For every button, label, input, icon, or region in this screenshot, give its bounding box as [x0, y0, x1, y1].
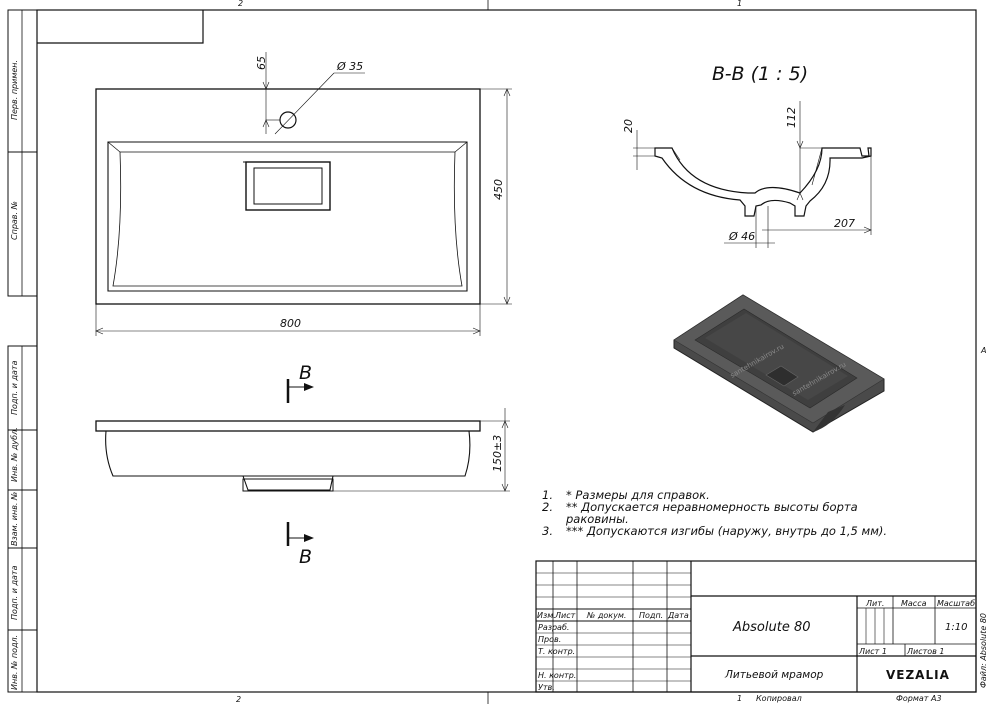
copy-label: Копировал — [756, 694, 802, 703]
material: Литьевой мрамор — [724, 669, 824, 681]
stamp-inv-dubl: Инв. № дубл. — [10, 427, 19, 482]
tb-row-razrab: Разраб. — [538, 623, 569, 632]
tb-row-tkontr: Т. контр. — [538, 647, 575, 656]
side-stamp-strip — [7, 9, 38, 693]
dim-depth: 450 — [492, 179, 505, 200]
section-marker-top: B — [286, 362, 314, 403]
dim-drain-diameter: Ø 46 — [728, 230, 755, 243]
stamp-vzam-inv: Взам. инв. № — [10, 492, 19, 546]
zone-top-left: 2 — [238, 0, 243, 8]
note-item: 1.* Размеры для справок. — [542, 488, 710, 502]
iso-view: santehnikairov.ru santehnikairov.ru — [673, 294, 885, 433]
zone-bottom-left: 2 — [236, 695, 241, 704]
brand-logo: VEZALIA — [886, 668, 950, 682]
tb-row-nkontr: Н. контр. — [538, 671, 576, 680]
stamp-podp-data-2: Подп. и дата — [10, 565, 19, 620]
tb-mass-label: Масса — [901, 599, 927, 608]
svg-text:B: B — [299, 546, 312, 568]
stamp-podp-data-1: Подп. и дата — [10, 360, 19, 415]
tb-header-data: Дата — [667, 611, 689, 620]
file-label: Файл: Absolute 80 — [979, 613, 988, 688]
section-marker-bottom: B — [286, 522, 314, 568]
top-view: 65 Ø 35 450 800 — [95, 52, 512, 336]
zone-right-a: A — [980, 346, 986, 355]
copy-num: 1 — [737, 694, 742, 703]
stamp-sprav-no: Справ. № — [10, 201, 19, 240]
tb-row-prov: Пров. — [538, 635, 561, 644]
note-item: 2.** Допускается неравномерность высоты … — [542, 500, 858, 526]
dim-rim: 20 — [622, 119, 635, 133]
tb-header-doc: № докум. — [586, 611, 626, 620]
dim-height: 150±3 — [491, 435, 504, 472]
svg-text:B: B — [299, 362, 312, 384]
dim-width: 800 — [280, 317, 301, 330]
tb-header-list: Лист — [554, 611, 576, 620]
stamp-inv-podl: Инв. № подл. — [10, 635, 19, 690]
tb-header-izm: Изм. — [537, 611, 556, 620]
section-title: B-B (1 : 5) — [712, 63, 808, 85]
dim-drain-offset: 207 — [834, 217, 855, 230]
tb-row-utv: Утв. — [538, 683, 555, 692]
notes: 1.* Размеры для справок. 2.** Допускаетс… — [542, 489, 892, 537]
tb-scale-value: 1:10 — [945, 622, 967, 633]
tb-header-podp: Подп. — [639, 611, 663, 620]
dim-hole-offset: 65 — [255, 56, 268, 70]
product-name: Absolute 80 — [732, 620, 811, 635]
tb-sheet-label: Лист 1 — [858, 647, 887, 656]
zone-top-right: 1 — [737, 0, 742, 8]
dim-hole-diameter: Ø 35 — [336, 60, 363, 73]
front-view: 150±3 — [95, 408, 510, 492]
dim-section-height: 112 — [785, 107, 798, 128]
section-view: 20 112 Ø 46 207 — [622, 101, 872, 248]
stamp-perv-primen: Перв. примен. — [10, 60, 19, 120]
tb-lit-label: Лит. — [865, 599, 884, 608]
tb-sheets-label: Листов 1 — [906, 647, 945, 656]
format-label: Формат A3 — [896, 694, 942, 703]
title-block — [535, 560, 977, 693]
tb-scale-label: Масштаб — [937, 599, 975, 608]
note-item: 3.*** Допускаются изгибы (наружу, внутрь… — [542, 524, 888, 538]
